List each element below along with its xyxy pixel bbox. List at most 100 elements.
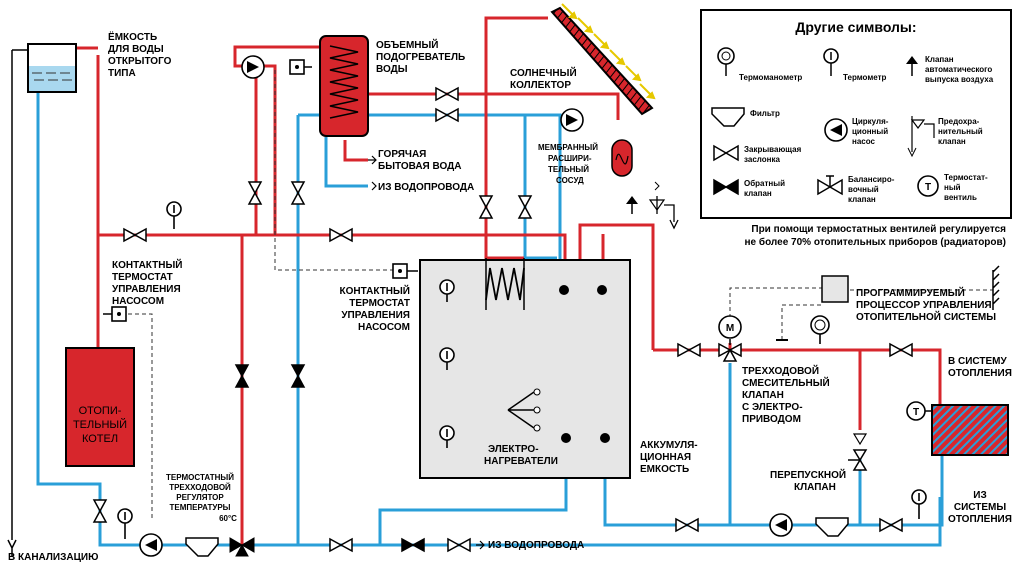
open-water-tank	[27, 43, 77, 93]
water-heater-tank	[319, 35, 369, 137]
expansion-vessel-label-4: СОСУД	[556, 176, 584, 185]
legend-balancing-2: вочный	[848, 185, 879, 194]
boiler-label-2: ТЕЛЬНЫЙ	[73, 418, 127, 431]
legend-air-valve-2: автоматического	[925, 65, 992, 74]
heating-boiler	[65, 347, 135, 467]
processor-label-3: ОТОПИТЕЛЬНОЙ СИСТЕМЫ	[856, 310, 996, 323]
motor-letter: M	[726, 323, 734, 334]
accumulator-label-1: АККУМУЛЯ-	[640, 440, 698, 451]
note-line-2: не более 70% отопительных приборов (ради…	[745, 236, 1006, 248]
filters	[185, 517, 849, 557]
to-heating-label-2: ОТОПЛЕНИЯ	[948, 368, 1012, 379]
drain-outlet	[7, 49, 28, 556]
legend-filter: Фильтр	[750, 109, 780, 118]
accumulator-label-2: ЦИОННАЯ	[640, 452, 691, 463]
drain-label: В КАНАЛИЗАЦИЮ	[8, 552, 98, 563]
hot-water-label-2: БЫТОВАЯ ВОДА	[378, 161, 462, 172]
contact-thermostat-left-3: УПРАВЛЕНИЯ	[112, 284, 181, 295]
contact-thermostats	[103, 59, 418, 322]
accumulator-thermometers	[439, 279, 455, 448]
contact-thermostat-mid-4: НАСОСОМ	[358, 322, 410, 333]
thermo-valve-letter: T	[913, 407, 919, 418]
contact-thermostat-mid-2: ТЕРМОСТАТ	[349, 298, 410, 309]
legend-thermo-valve-2: ный	[944, 183, 961, 192]
thermo-regulator-label-2: ТРЕХХОДОВОЙ	[169, 483, 231, 492]
legend-thermomanometer: Термоманометр	[739, 73, 802, 82]
expansion-vessel-label-1: МЕМБРАННЫЙ	[538, 143, 598, 152]
from-supply-bottom-label: ИЗ ВОДОПРОВОДА	[488, 540, 584, 551]
from-supply-top-label: ИЗ ВОДОПРОВОДА	[378, 182, 474, 193]
thermostatic-three-way-regulator	[229, 537, 255, 557]
check-valves	[234, 364, 425, 553]
from-heating-label-1: ИЗ	[973, 490, 986, 501]
expansion-vessel-label-2: РАСШИРИ-	[548, 154, 592, 163]
electric-heaters-label-1: ЭЛЕКТРО-	[488, 444, 539, 455]
legend-thermo-valve-3: вентиль	[944, 193, 977, 202]
bypass-valve-label-1: ПЕРЕПУСКНОЙ	[770, 468, 846, 481]
legend-pump-1: Циркуля-	[852, 117, 889, 126]
legend-pump-2: ционный	[852, 127, 888, 136]
solar-collector-label-1: СОЛНЕЧНЫЙ	[510, 66, 577, 79]
three-way-valve-label-2: СМЕСИТЕЛЬНЫЙ	[742, 376, 830, 389]
water-heater-label-1: ОБЪЕМНЫЙ	[376, 38, 438, 51]
legend-thermo-valve-letter: T	[925, 182, 931, 193]
processor-label-2: ПРОЦЕССОР УПРАВЛЕНИЯ	[856, 300, 992, 311]
contact-thermostat-left-2: ТЕРМОСТАТ	[112, 272, 173, 283]
contact-thermostat-left-4: НАСОСОМ	[112, 296, 164, 307]
to-heating-label-1: В СИСТЕМУ	[948, 356, 1007, 367]
accumulator-tank	[419, 258, 631, 479]
water-heater-label-2: ПОДОГРЕВАТЕЛЬ	[376, 52, 465, 63]
legend-balancing-1: Балансиро-	[848, 175, 895, 184]
legend-safety-2: нительный	[938, 127, 983, 136]
radiator	[931, 404, 1009, 456]
bypass-valve	[848, 433, 868, 471]
legend-gate-2: заслонка	[744, 155, 780, 164]
from-heating-label-2: СИСТЕМЫ	[954, 502, 1006, 513]
legend-check-1: Обратный	[744, 179, 785, 188]
expansion-vessel-label-3: ТЕЛЬНЫЙ	[548, 165, 589, 174]
open-tank-label-1: ЁМКОСТЬ	[108, 30, 157, 43]
from-heating-label-3: ОТОПЛЕНИЯ	[948, 514, 1012, 525]
gate-valves	[92, 86, 913, 553]
legend-air-valve-3: выпуска воздуха	[925, 75, 994, 84]
bypass-valve-label-2: КЛАПАН	[794, 482, 836, 493]
contact-thermostat-mid-1: КОНТАКТНЫЙ	[340, 284, 410, 297]
electric-heaters-label-2: НАГРЕВАТЕЛИ	[484, 456, 558, 467]
legend-balancing-3: клапан	[848, 195, 876, 204]
pipe-gauges	[117, 201, 927, 539]
open-tank-label-3: ОТКРЫТОГО	[108, 56, 172, 67]
legend-gate-1: Закрывающая	[744, 145, 802, 154]
legend-safety-3: клапан	[938, 137, 966, 146]
control-lines	[128, 70, 993, 520]
water-heater-label-3: ВОДЫ	[376, 64, 408, 75]
legend-air-valve-1: Клапан	[925, 55, 954, 64]
legend-pump-3: насос	[852, 137, 876, 146]
diagram-texts: ЁМКОСТЬ ДЛЯ ВОДЫ ОТКРЫТОГО ТИПА В КАНАЛИ…	[8, 30, 1012, 563]
hot-water-label-1: ГОРЯЧАЯ	[378, 149, 426, 160]
expansion-vessel	[611, 139, 633, 177]
accumulator-label-3: ЕМКОСТЬ	[640, 464, 689, 475]
open-tank-label-2: ДЛЯ ВОДЫ	[108, 44, 164, 55]
air-and-safety-valves	[626, 181, 679, 230]
legend-thermometer: Термометр	[843, 73, 886, 82]
boiler-label-3: КОТЕЛ	[82, 433, 118, 445]
radiator-thermostatic-valve	[906, 401, 932, 421]
legend-title: Другие символы:	[795, 19, 916, 35]
solar-collector-label-2: КОЛЛЕКТОР	[510, 80, 571, 91]
thermo-regulator-label-1: ТЕРМОСТАТНЫЙ	[166, 473, 234, 482]
three-way-valve-label-4: С ЭЛЕКТРО-	[742, 402, 803, 413]
note-line-1: При помощи термостатных вентилей регулир…	[751, 224, 1006, 235]
three-way-valve-label-3: КЛАПАН	[742, 390, 784, 401]
processor-label-1: ПРОГРАММИРУЕМЫЙ	[856, 286, 965, 299]
thermo-regulator-label-4: ТЕМПЕРАТУРЫ	[169, 503, 230, 512]
three-way-mixing-valve	[718, 315, 742, 362]
legend-thermo-valve-1: Термостат-	[944, 173, 988, 182]
contact-thermostat-mid-3: УПРАВЛЕНИЯ	[341, 310, 410, 321]
processor-unit	[776, 265, 1000, 341]
boiler-label-1: ОТОПИ-	[79, 405, 122, 417]
contact-thermostat-left-1: КОНТАКТНЫЙ	[112, 258, 182, 271]
circulation-pumps	[139, 55, 793, 557]
legend-texts: Другие символы: Термоманометр Термометр …	[739, 19, 994, 204]
three-way-valve-label-5: ПРИВОДОМ	[742, 414, 801, 425]
legend-box	[700, 9, 1012, 219]
